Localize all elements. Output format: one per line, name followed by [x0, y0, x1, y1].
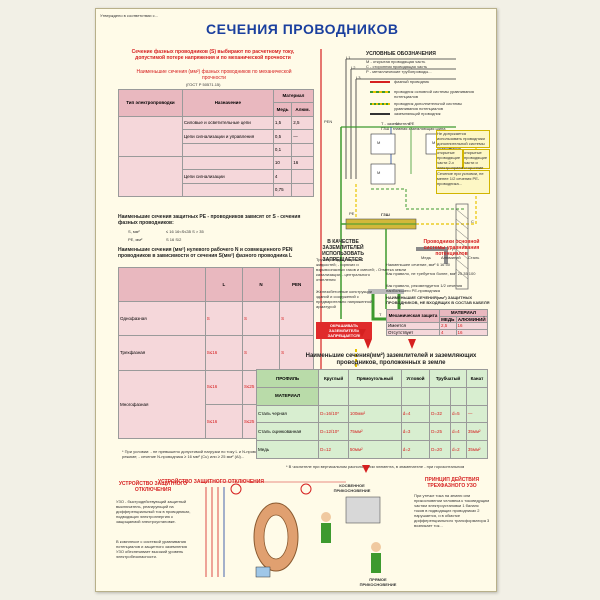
phase-heading: Сечение фазных проводников (S) выбирают … — [131, 49, 295, 61]
pe-heading: Наименьшие сечения защитных РЕ - проводн… — [118, 214, 301, 226]
phase-subheading: Наименьшие сечения (мм²) фазных проводни… — [136, 69, 292, 81]
grounding-item-1: Трубопроводы: - горючих жидкостей; - гор… — [316, 257, 378, 282]
label-L3: L3 — [356, 75, 361, 80]
label-gzsh: ГЗШ — [381, 212, 390, 217]
rcd-left-text: УЗО - быстродействующий защитный выключа… — [116, 499, 191, 524]
poster: Утверждено в соответствии с... СЕЧЕНИЯ П… — [95, 8, 497, 592]
label-p: P — [452, 247, 455, 252]
warn-box-3: открытые проводящие части и сторонние пр… — [463, 149, 490, 180]
rcd-right-text: При утечке тока на землю или прикосновен… — [414, 493, 490, 528]
legend-swatch-phase — [370, 81, 390, 83]
pe-row2-vals: S 16 S/2 — [166, 237, 182, 242]
profile-table: ПРОФИЛЬ Круглый Прямоугольный Угловой Тр… — [255, 369, 489, 459]
label-indirect-touch: КОСВЕННОЕ ПРИКОСНОВЕНИЕ — [333, 483, 371, 493]
profile-footnote: * В числителе при вертикальном расположе… — [286, 464, 465, 469]
cond-col-st: Сталь — [468, 255, 480, 260]
page-title: СЕЧЕНИЯ ПРОВОДНИКОВ — [206, 21, 399, 37]
legend-extra-1: Т - заземлитель — [381, 121, 411, 126]
label-pen: PEN — [324, 119, 333, 124]
label-L2: L2 — [351, 65, 356, 70]
label-m2: M — [432, 140, 436, 145]
legend-swatch-ground — [370, 113, 390, 115]
cond-row-1: Наименьшее сечение, мм² 6 16 50 — [386, 262, 450, 267]
cond-row-2: Как правило, не требуется более, мм² 25 … — [386, 271, 476, 276]
profile-heading: Наименьшие сечения(мм²) заземлителей и з… — [305, 353, 477, 366]
conductors-heading: Проводники основной системы уравнивания … — [423, 239, 480, 257]
phase-table: Тип электропроводки Назначение Материал … — [118, 88, 315, 198]
gost-ref: (ГОСТ Р 50571.15) — [186, 82, 221, 87]
legend-swatch-extra — [370, 103, 390, 105]
label-c: C — [471, 219, 474, 224]
grounding-item-2: Железобетонные конструкции зданий и соор… — [316, 289, 373, 309]
footnote-left: * При условии: - не превышено допустимой… — [122, 449, 296, 459]
rcd-illustration — [201, 481, 381, 578]
legend-item-3: проводник дополнительной системы уравнив… — [394, 101, 463, 111]
pe-table-heading: НАИМЕНЬШИЕ СЕЧЕНИЯ(мм²) ЗАЩИТНЫХ ПРОВОДН… — [386, 295, 490, 305]
corner-note: Утверждено в соответствии с... — [100, 13, 158, 18]
legend-def-1: М - открытая проводящая часть — [366, 59, 426, 64]
label-pe-top: PE — [409, 121, 415, 126]
label-n: N — [396, 121, 399, 126]
cond-col-cu: Медь — [421, 255, 431, 260]
label-ground-level: Отметка земли — [378, 267, 407, 272]
label-L1: L1 — [346, 55, 351, 60]
label-t: T — [379, 312, 382, 317]
label-direct-touch: ПРЯМОЕ ПРИКОСНОВЕНИЕ — [359, 577, 397, 587]
col-install: Тип электропроводки — [118, 89, 183, 117]
cond-row-3: Как правило, рекомендуется 1/2 сечения н… — [386, 283, 462, 293]
legend-item-4: заземляющий проводник — [394, 111, 441, 116]
legend-swatch-main — [370, 91, 390, 93]
table-row: 0,1 — [119, 142, 314, 157]
col-use: Назначение — [181, 89, 274, 117]
cond-col-al: Алюминий — [441, 255, 461, 260]
legend-extra-2: ГЗШ - главная заземляющая шина — [381, 126, 446, 131]
rcd-left-heading: УСТРОЙСТВО ЗАЩИТНОГО ОТКЛЮЧЕНИЯ — [118, 481, 188, 493]
legend-def-3: Р - металлические трубопроводы... — [366, 69, 432, 74]
label-m1: M — [377, 140, 381, 145]
label-m3: M — [377, 170, 381, 175]
pe-row1-label: S, мм² — [128, 229, 140, 234]
warning-triangle-icon — [358, 329, 366, 337]
rcd-right-heading: ПРИНЦИП ДЕЙСТВИЯ ТРЕХФАЗНОГО УЗО — [424, 477, 480, 489]
n-heading: Наименьшие сечения (мм²) нулевого рабоче… — [118, 247, 293, 259]
pe-row1-vals: ≤ 16 16<S≤35 S > 35 — [166, 229, 204, 234]
legend-item-1: фазный проводник — [394, 79, 430, 84]
warn-box-1: Не допускается использовать проводники д… — [436, 130, 490, 156]
legend-def-2: С - сторонняя проводящая часть — [366, 64, 428, 69]
table-row: 0,75 — [119, 182, 314, 198]
grounding-heading: В КАЧЕСТВЕ ЗАЗЕМЛИТЕЛЕЙ ИСПОЛЬЗОВАТЬ ЗАП… — [322, 239, 364, 263]
pe-row2-label: PE, мм² — [128, 237, 143, 242]
legend-title: УСЛОВНЫЕ ОБОЗНАЧЕНИЯ — [366, 51, 436, 57]
warning-triangle-icon — [362, 465, 370, 473]
rcd-left-text2: В комплексе с системой уравнивания потен… — [116, 539, 187, 559]
warn-box-4: Сечение при условии, не менее 1/2 сечени… — [436, 170, 490, 194]
warn-box-2: открытые проводящие части 2-х электропри… — [436, 149, 474, 170]
label-pe-left: PE — [349, 211, 355, 216]
legend-item-2: проводник основной системы уравнивания п… — [394, 89, 474, 99]
